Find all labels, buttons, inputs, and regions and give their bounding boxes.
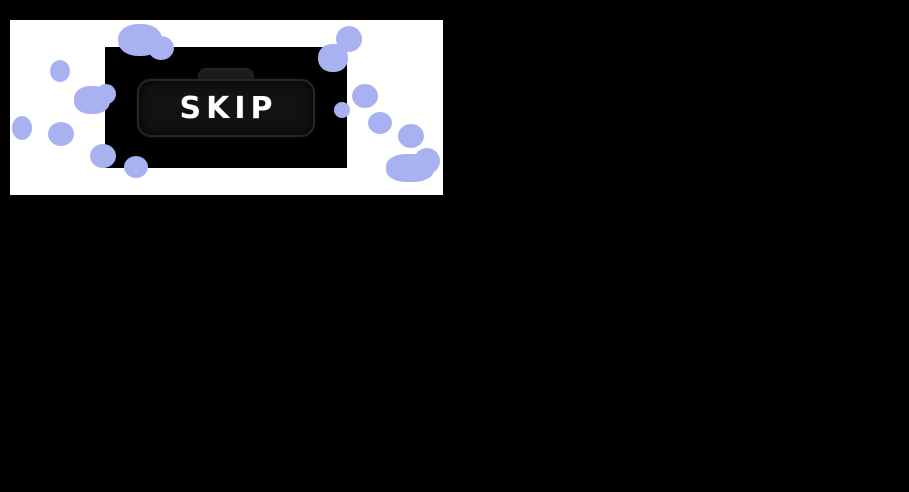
paint-blob-icon [368, 112, 392, 134]
skip-button[interactable]: SKIP [137, 79, 315, 137]
paint-blob-icon [148, 36, 174, 60]
paint-blob-icon [48, 122, 74, 146]
paint-blob-icon [90, 144, 116, 168]
ad-panel: SKIP [10, 20, 443, 195]
paint-blob-icon [318, 44, 348, 72]
paint-blob-icon [334, 102, 350, 118]
skip-card: SKIP [105, 47, 347, 168]
paint-blob-icon [352, 84, 378, 108]
paint-blob-icon [12, 116, 32, 140]
paint-blob-icon [124, 156, 148, 178]
paint-blob-icon [398, 124, 424, 148]
paint-blob-icon [96, 84, 116, 104]
paint-blob-icon [50, 60, 70, 82]
paint-blob-icon [414, 148, 440, 174]
